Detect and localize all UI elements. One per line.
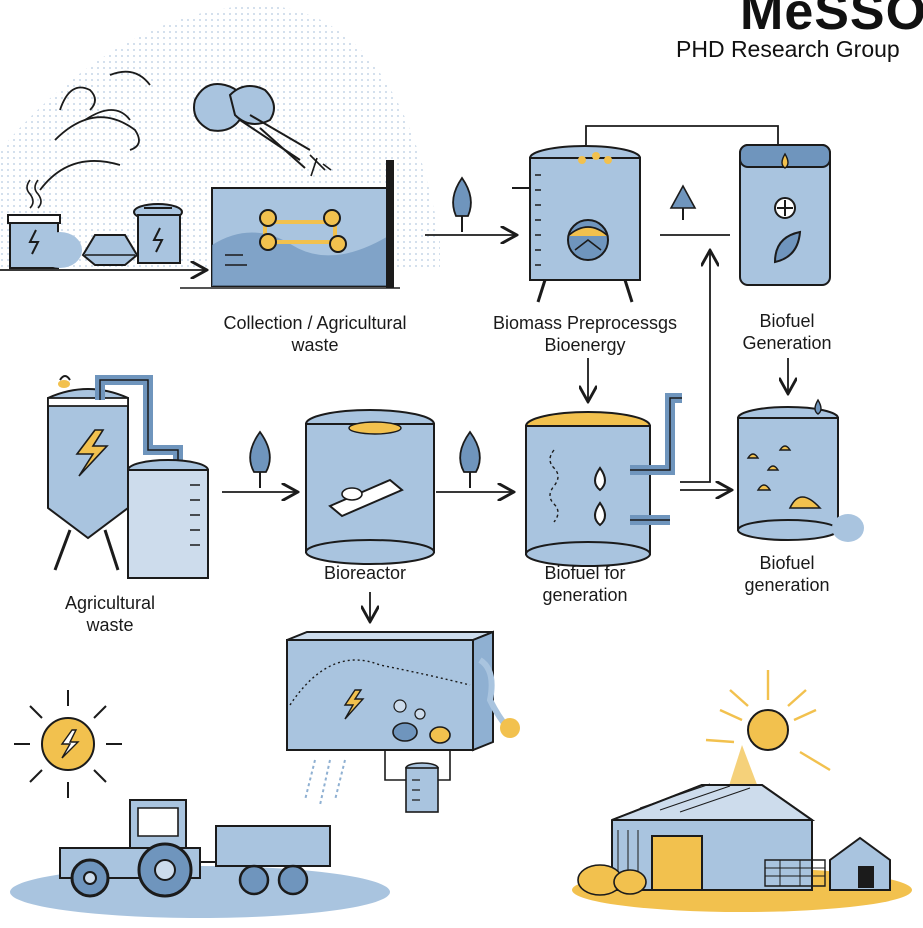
label-biofuel-gen-line2: generation: [744, 575, 830, 595]
waste-bin-icon-2: [133, 203, 183, 264]
sun-icon: [14, 690, 122, 798]
label-bioreactor: Bioreactor: [323, 563, 407, 583]
preprocessing-tank: [512, 145, 641, 303]
tree-icon-2: [669, 184, 697, 220]
barn-icon: [572, 783, 912, 912]
brand-title: MeSSO: [740, 0, 923, 41]
tree-icon: [452, 176, 472, 232]
biofuel-tank-right: [737, 398, 864, 542]
label-biofuel-for-line2: generation: [542, 585, 628, 605]
label-biofuel-top-line2: Generation: [742, 333, 832, 353]
bioreactor-tank: [305, 409, 435, 565]
small-canister-icon: [405, 762, 439, 813]
label-biofuel-top-line1: Biofuel: [759, 311, 815, 331]
label-agricultural: Agricultural waste: [40, 592, 180, 636]
agricultural-digester: [47, 375, 209, 579]
wind-swirl-icon: [39, 70, 151, 191]
label-biofuel-gen: Biofuel generation: [724, 552, 850, 596]
drizzle-icon: [304, 759, 346, 806]
biofuel-tank-middle: [525, 393, 682, 567]
label-biofuel-gen-line1: Biofuel: [759, 553, 815, 573]
waste-bin-icon: [7, 179, 82, 269]
label-collection-line2: waste: [291, 335, 339, 355]
anaerobic-digester-box: [286, 630, 520, 752]
label-collection-line1: Collection / Agricultural: [223, 313, 407, 333]
brand-subtitle: PHD Research Group: [676, 36, 900, 62]
label-biofuel-top: Biofuel Generation: [724, 310, 850, 354]
label-preprocess: Biomass Preprocessgs Bioenergy: [480, 312, 690, 356]
label-agricultural-line1: Agricultural: [64, 593, 156, 613]
label-preprocess-line2: Bioenergy: [544, 335, 626, 355]
tractor-icon: [10, 799, 390, 918]
biofuel-canister: [739, 144, 831, 286]
collection-tank: [211, 160, 394, 288]
falling-biomass-icon: [193, 83, 332, 177]
label-biofuel-for-line1: Biofuel for: [544, 563, 626, 583]
label-collection: Collection / Agricultural waste: [205, 312, 425, 356]
tree-icon-4: [459, 430, 481, 488]
label-biofuel-for: Biofuel for generation: [520, 562, 650, 606]
label-agricultural-line2: waste: [86, 615, 134, 635]
label-preprocess-line1: Biomass Preprocessgs: [492, 313, 678, 333]
tree-icon-3: [249, 430, 271, 488]
